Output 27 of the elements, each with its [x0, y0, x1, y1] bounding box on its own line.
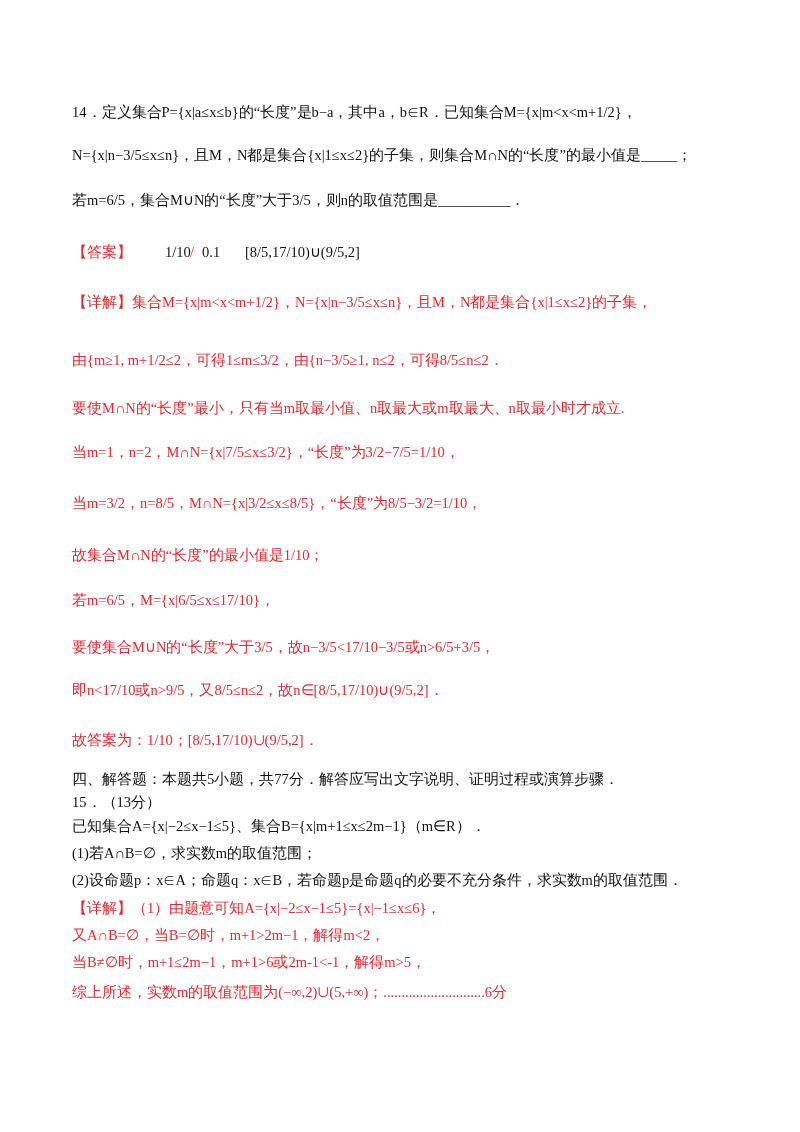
solution-text: 故集合M∩N的“长度”的最小值是1/10；	[72, 546, 325, 565]
solution-text: 【详解】集合M={x|m<x<m+1/2}，N={x|n−3/5≤x≤n}，且M，N都是集合{x|1≤x≤2}的子集，	[72, 293, 653, 312]
solution-text: 由{m≥1, m+1/2≤2，可得1≤m≤3/2，由{n−3/5≥1, n≤2，可得8/5≤n≤2．	[72, 351, 504, 370]
answer-value: 1/10	[165, 243, 191, 262]
solution-text: 当m=3/2，n=8/5，M∩N={x|3/2≤x≤8/5}，“长度”为8/5−3/2=1/10，	[72, 494, 483, 513]
answer-tag: 【答案】	[72, 242, 132, 262]
section-heading: 四、解答题：本题共5小题，共77分．解答应写出文字说明、证明过程或演算步骤．	[72, 770, 619, 789]
answer-value: 0.1	[202, 243, 221, 262]
question-text: 14．定义集合P={x|a≤x≤b}的“长度”是b−a，其中a，b∈R．已知集合M={x|m<x<m+1/2}，	[72, 103, 637, 122]
question-number: 15．（13分）	[72, 793, 161, 812]
question-text: 若m=6/5，集合M∪N的“长度”大于3/5，则n的取值范围是__________．	[72, 191, 526, 210]
solution-text: 当B≠∅时，m+1≤2m−1，m+1>6或2m-1<-1，解得m>5，	[72, 953, 426, 972]
solution-text: 综上所述，实数m的取值范围为(−∞,2)∪(5,+∞)；............................6分	[72, 983, 508, 1002]
solution-text: 【详解】（1）由题意可知A={x|−2≤x−1≤5}={x|−1≤x≤6}，	[72, 899, 442, 918]
solution-text: 当m=1，n=2，M∩N={x|7/5≤x≤3/2}，“长度”为3/2−7/5=1/10，	[72, 443, 460, 462]
question-text: 已知集合A={x|−2≤x−1≤5}、集合B={x|m+1≤x≤2m−1}（m∈R）．	[72, 817, 486, 836]
question-text: N={x|n−3/5≤x≤n}，且M，N都是集合{x|1≤x≤2}的子集，则集合M∩N的“长度”的最小值是_____；	[72, 146, 693, 165]
solution-text: 即n<17/10或n>9/5，又8/5≤n≤2，故n∈[8/5,17/10)∪(9/5,2]．	[72, 681, 444, 700]
question-text: (1)若A∩B=∅，求实数m的取值范围；	[72, 844, 317, 863]
solution-text: 若m=6/5，M={x|6/5≤x≤17/10}，	[72, 591, 275, 610]
separator-slash: /	[190, 243, 195, 262]
solution-text: 要使集合M∪N的“长度”大于3/5，故n−3/5<17/10−3/5或n>6/5+3/5，	[72, 638, 496, 657]
question-text: (2)设命题p：x∈A；命题q：x∈B，若命题p是命题q的必要不充分条件，求实数m的取值范围．	[72, 871, 683, 890]
solution-text: 又A∩B=∅，当B=∅时，m+1>2m−1，解得m<2，	[72, 926, 386, 945]
answer-value: [8/5,17/10)∪(9/5,2]	[245, 243, 360, 262]
solution-text: 要使M∩N的“长度”最小，只有当m取最小值、n取最大或m取最大、n取最小时才成立.	[72, 399, 625, 418]
solution-text: 故答案为：1/10；[8/5,17/10)∪(9/5,2]．	[72, 731, 319, 750]
